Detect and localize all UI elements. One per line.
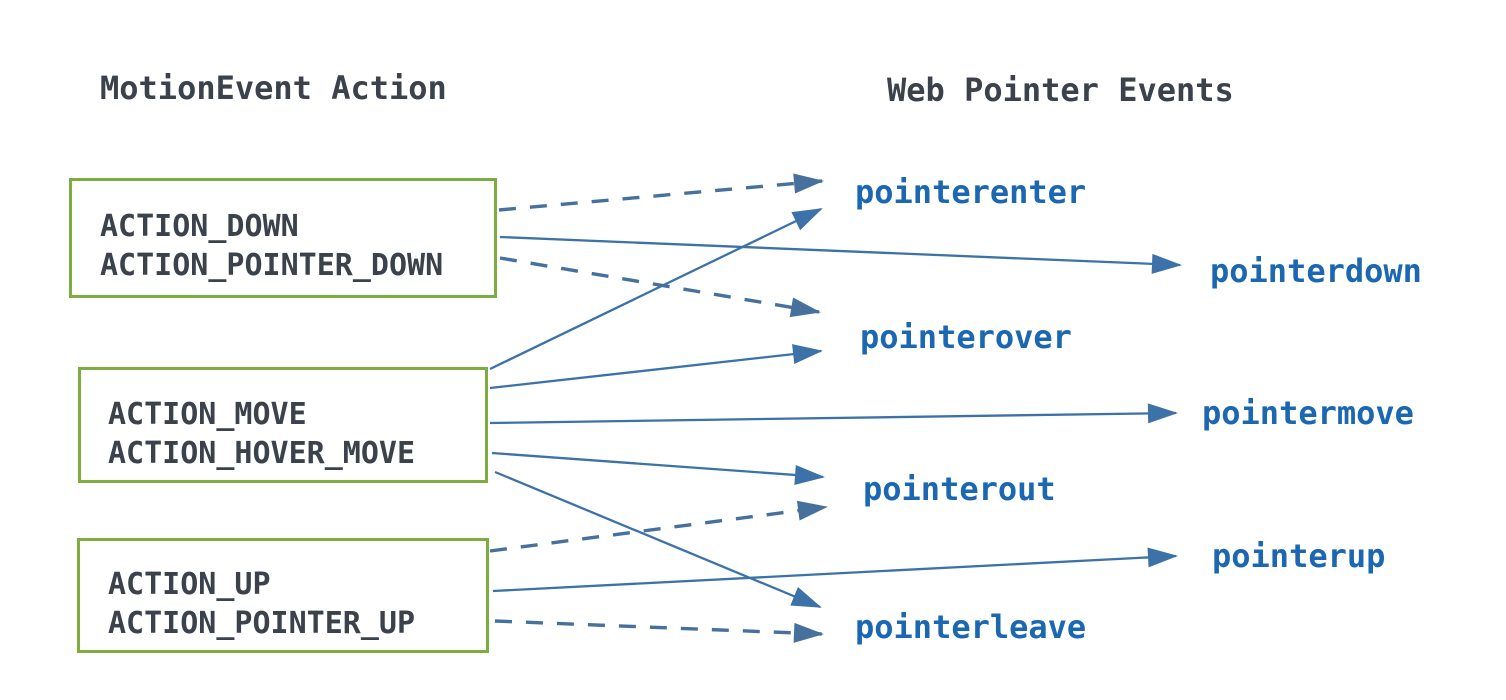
event-label-pointerleave: pointerleave (855, 608, 1087, 646)
box-line-action-down: ACTION_DOWN (100, 209, 299, 244)
arrow-up-to-pointerleave (494, 619, 824, 643)
arrow-down-to-pointerdown (499, 235, 1182, 274)
column-title-motionevent-action: MotionEvent Action (100, 69, 447, 107)
event-label-pointerup: pointerup (1212, 537, 1386, 575)
event-label-pointermove: pointermove (1202, 394, 1414, 432)
arrow-up-to-pointerout (489, 500, 828, 553)
arrow-down-to-pointerenter (498, 173, 824, 212)
box-line-action-move: ACTION_MOVE (108, 397, 307, 432)
box-line-action-pointer-up: ACTION_POINTER_UP (108, 606, 416, 641)
arrow-down-to-pointerover (499, 256, 821, 318)
motionevent-box-action-move: ACTION_MOVE ACTION_HOVER_MOVE (78, 367, 488, 483)
arrow-move-to-pointermove (489, 403, 1178, 425)
column-title-web-pointer-events: Web Pointer Events (887, 71, 1234, 109)
event-label-pointerout: pointerout (863, 470, 1056, 508)
box-line-action-hover-move: ACTION_HOVER_MOVE (108, 436, 416, 471)
arrow-move-to-pointerout (491, 451, 825, 485)
event-label-pointerdown: pointerdown (1210, 252, 1422, 290)
arrow-move-to-pointerover (489, 344, 823, 390)
event-label-pointerover: pointerover (860, 318, 1072, 356)
event-label-pointerenter: pointerenter (855, 173, 1087, 211)
motionevent-box-action-down: ACTION_DOWN ACTION_POINTER_DOWN (69, 178, 497, 298)
box-line-action-up: ACTION_UP (108, 567, 271, 602)
arrow-up-to-pointerup (492, 547, 1178, 593)
box-line-action-pointer-down: ACTION_POINTER_DOWN (100, 248, 444, 283)
motionevent-box-action-up: ACTION_UP ACTION_POINTER_UP (77, 538, 489, 653)
arrow-move-to-pointerleave (494, 470, 822, 609)
arrow-move-to-pointerenter (489, 207, 823, 371)
